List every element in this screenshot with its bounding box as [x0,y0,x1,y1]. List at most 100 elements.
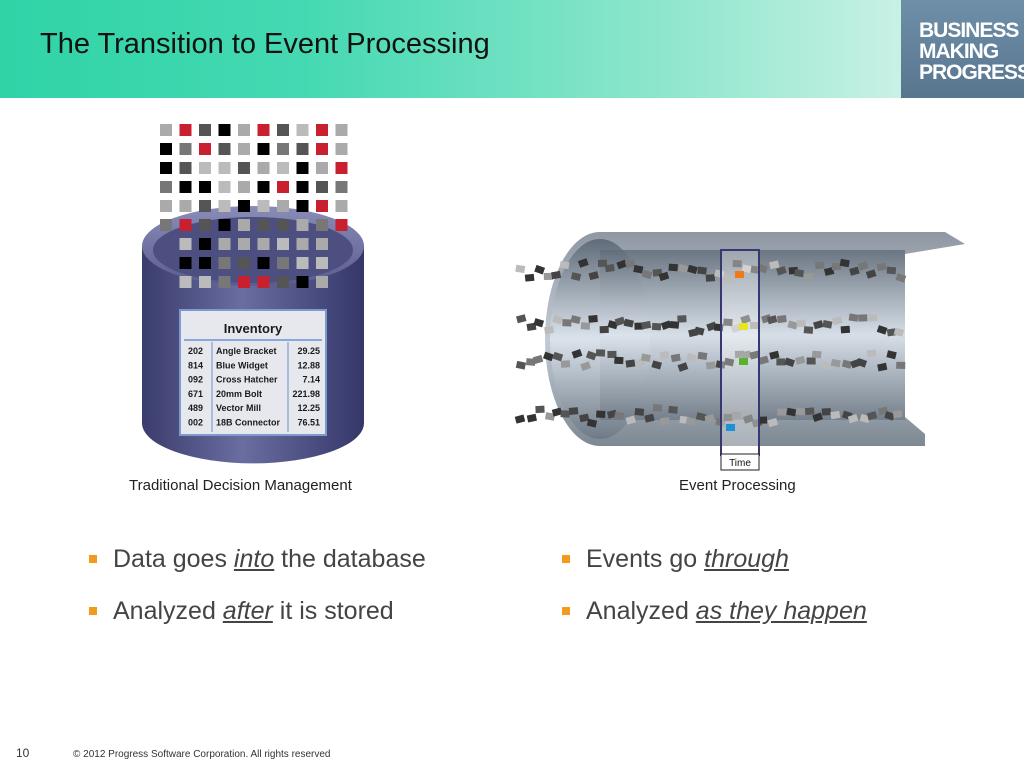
data-cell [316,257,328,269]
event-block [607,320,619,330]
bullet-list-right: Events go through Analyzed as they happe… [562,543,867,647]
event-block [787,320,798,330]
event-block [841,359,853,369]
event-block [660,320,672,330]
event-block [866,411,878,421]
event-block [886,350,897,360]
data-cell [316,200,328,212]
event-block [839,258,850,268]
data-cell [277,181,289,193]
event-block [552,314,564,325]
data-cell [316,219,328,231]
event-block [652,404,663,412]
data-cell [199,181,211,193]
inventory-cell: 814 [188,360,203,370]
bullet-marker [89,555,97,563]
data-cell [277,143,289,155]
data-cell [316,276,328,288]
caption-traditional: Traditional Decision Management [129,477,352,494]
event-block [659,417,670,426]
event-block [876,325,888,335]
bullet-item: Events go through [562,543,867,595]
bullet-text: Data goes [113,545,234,573]
data-cell [238,200,250,212]
inventory-cell: 29.25 [297,346,320,356]
data-cell [160,124,172,136]
event-block [776,265,787,276]
event-block [740,314,751,324]
bullet-emphasis: through [704,545,789,573]
event-block [686,352,697,363]
page-number: 10 [16,746,30,760]
event-block [704,414,716,424]
event-block [705,361,716,370]
event-block [822,319,833,329]
data-grid [160,124,348,288]
event-block [848,313,859,322]
event-block [668,405,678,414]
event-block [525,358,536,366]
data-cell [296,276,309,288]
event-block [766,315,778,325]
logo-line-3: PROGRESS [919,61,1024,84]
event-block [533,318,545,328]
event-block [893,327,905,337]
bullet-text: Events go [586,545,705,573]
event-block [847,413,859,424]
brand-logo: BUSINESS MAKING PROGRESS [901,0,1024,98]
data-cell [199,200,211,212]
event-block [830,358,841,368]
event-block [832,315,843,326]
data-cell [296,181,309,193]
copyright-notice: © 2012 Progress Software Corporation. Al… [73,749,331,760]
data-cell [335,219,348,231]
inventory-cell: 221.98 [292,389,320,399]
data-cell [257,238,270,250]
event-block [723,274,734,283]
data-cell [296,124,309,136]
event-block [743,414,754,424]
event-block [758,355,770,365]
event-block [884,411,896,421]
event-block [892,409,903,419]
event-block [616,259,628,270]
event-block [804,407,815,416]
event-block [668,263,678,272]
event-block [723,413,733,422]
event-block [695,412,707,422]
bullet-emphasis: as they happen [695,597,867,625]
event-block [685,416,697,426]
event-block [579,413,590,423]
data-cell [335,143,348,155]
event-block [599,325,609,334]
bullet-marker [89,607,97,615]
event-block [830,410,841,420]
data-cell [335,124,348,136]
event-block [535,405,545,414]
event-block [641,320,652,330]
data-cell [238,162,250,174]
event-block [732,260,742,268]
event-block [697,266,707,275]
data-cell [160,143,172,155]
data-cell [296,162,309,174]
event-block [687,264,698,274]
bullet-item: Data goes into the database [89,543,426,595]
event-block [570,315,581,325]
event-block [796,319,806,327]
inventory-cell: 7.14 [302,375,320,385]
data-cell [277,200,289,212]
event-block [677,315,687,323]
data-cell [296,143,309,155]
event-block [543,272,553,281]
bullet-text: Analyzed [586,597,696,625]
event-block [776,358,786,366]
bullet-list-left: Data goes into the database Analyzed aft… [89,543,426,647]
event-block [634,408,645,416]
event-block [577,258,589,268]
data-cell [296,219,309,231]
slide-title: The Transition to Event Processing [40,28,490,60]
event-block [613,411,625,421]
data-cell [277,162,289,174]
data-cell [199,162,211,174]
